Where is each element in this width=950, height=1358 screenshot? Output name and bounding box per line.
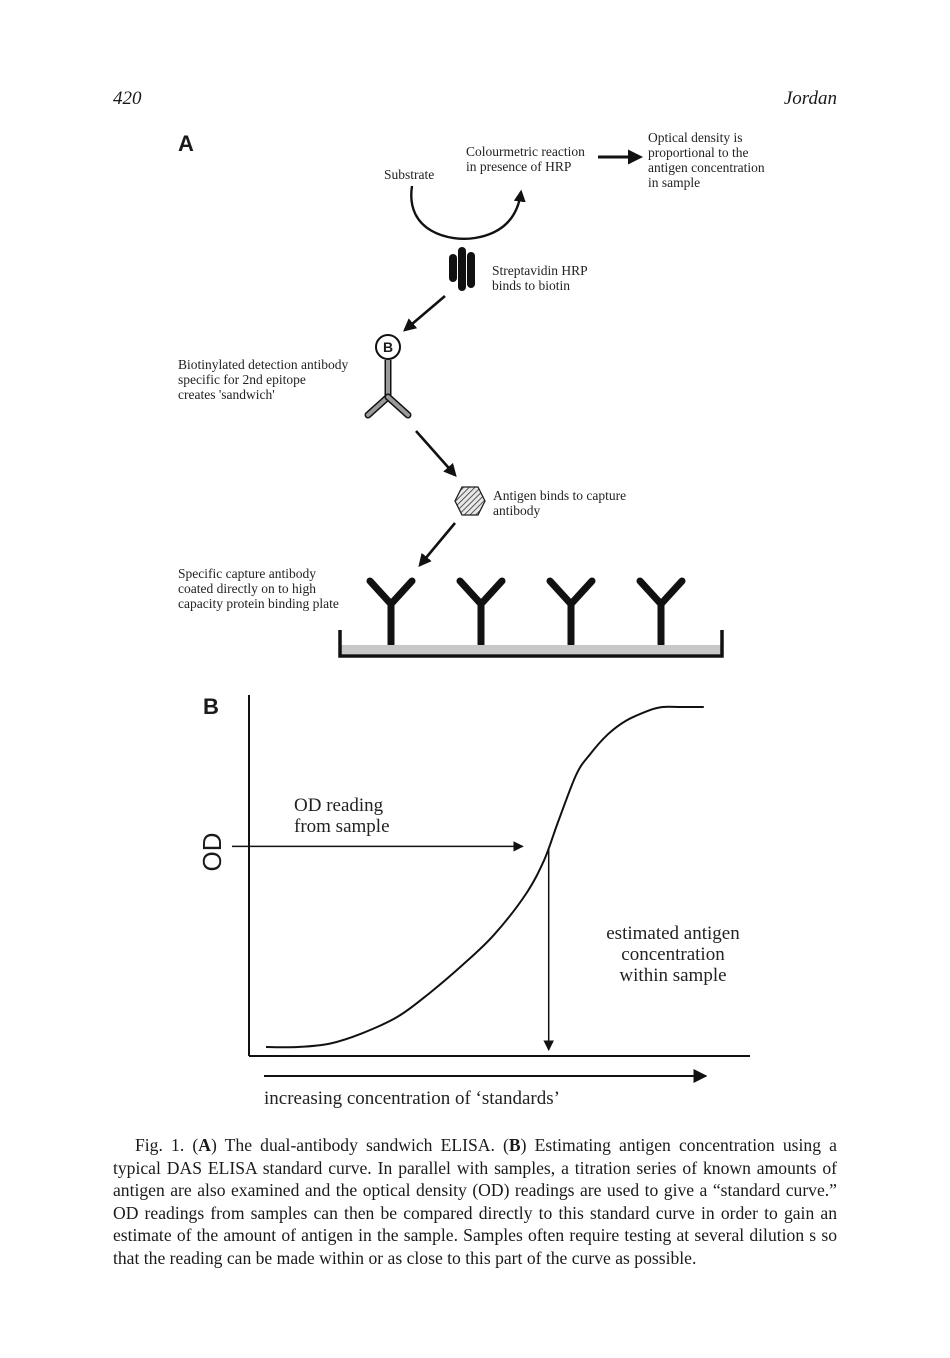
od-axis-label: OD — [197, 832, 227, 872]
running-head: Jordan — [783, 88, 837, 109]
reaction-curve-arrow — [410, 185, 526, 240]
panel-a-label: A — [178, 131, 194, 156]
detection-antibody-label: Biotinylated detection antibody specific… — [178, 357, 349, 402]
reaction-label: Colourmetric reaction in presence of HRP — [466, 144, 585, 174]
od-reading-label: OD reading from sample — [294, 795, 390, 837]
detection-antibody-icon — [364, 360, 412, 419]
panel-b-label: B — [203, 694, 219, 719]
arrow-strep-to-biotin — [403, 295, 446, 332]
substrate-label: Substrate — [384, 167, 435, 182]
streptavidin-label: Streptavidin HRP binds to biotin — [492, 263, 588, 293]
antigen-label: Antigen binds to capture antibody — [493, 488, 627, 518]
biotin-badge-letter: B — [382, 339, 394, 355]
streptavidin-hrp-icon — [449, 247, 475, 291]
arrow-antigen-to-capture — [418, 522, 456, 567]
biotin-badge — [375, 334, 401, 360]
page-number: 420 — [113, 88, 142, 109]
estimated-label: estimated antigen concentration within s… — [606, 923, 740, 986]
optical-density-label: Optical density is proportional to the a… — [648, 130, 765, 190]
antigen-icon — [454, 486, 486, 516]
standard-curve-line — [265, 705, 704, 1049]
binding-plate — [338, 630, 724, 658]
capture-antibodies — [366, 577, 686, 648]
x-axis-label: increasing concentration of ‘standards’ — [264, 1088, 560, 1109]
od-axis-label-wrap: OD — [192, 832, 232, 872]
figure-caption: Fig. 1. (A) The dual-antibody sandwich E… — [113, 1135, 837, 1268]
capture-antibody-label: Specific capture antibody coated directl… — [178, 566, 339, 611]
arrow-detection-to-antigen — [415, 430, 457, 477]
